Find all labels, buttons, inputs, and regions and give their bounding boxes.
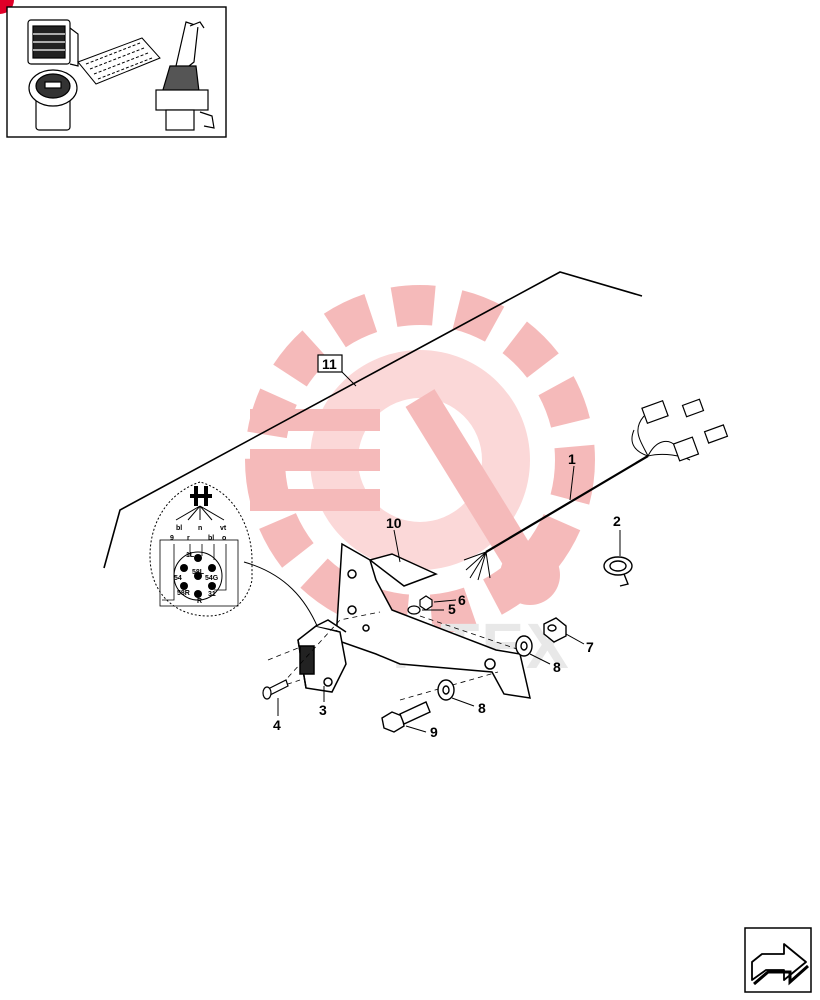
small-nut-leader (433, 599, 457, 603)
harness-leader (569, 465, 575, 501)
small-washer[interactable] (407, 605, 421, 615)
cable-clip[interactable] (603, 556, 633, 587)
screw[interactable] (262, 679, 289, 700)
callout-upper-washer[interactable]: 8 (553, 659, 561, 675)
pin-label-2: 58L (192, 569, 205, 576)
pin-label-4: 54G (205, 575, 219, 582)
wire-code-7: o (222, 535, 226, 542)
category-thumbnail[interactable] (6, 6, 227, 138)
wire-code-3: r (187, 535, 190, 542)
circuit-board-icon (77, 37, 161, 85)
pin-label-6: 31 (208, 591, 216, 598)
callout-small-washer[interactable]: 5 (448, 601, 456, 617)
wire-code-2: bl (176, 525, 182, 532)
cab-panel-outline (103, 271, 643, 569)
wire-code-4: n (198, 525, 202, 532)
bolt-leader (405, 725, 427, 733)
callout-nut[interactable]: 7 (586, 639, 594, 655)
callout-small-nut[interactable]: 6 (458, 592, 466, 608)
upper-washer-leader (529, 653, 551, 665)
gauge-icon (28, 69, 78, 131)
callout-socket[interactable]: 3 (319, 702, 327, 718)
wire-code-1: 9 (170, 535, 174, 542)
callout-lower-washer[interactable]: 8 (478, 700, 486, 716)
wire-code-5: bl (208, 535, 214, 542)
socket-pinout-detail: 9 bl r n bl vt o 1L 58L 54 54G 58R 31 R (149, 481, 319, 629)
callout-harness[interactable]: 1 (568, 451, 576, 467)
nut-leader (565, 633, 585, 645)
lower-washer-leader (451, 697, 475, 707)
next-page-arrow-icon[interactable] (744, 927, 812, 993)
wire-code-6: vt (220, 525, 227, 532)
bracket-leader (393, 529, 401, 563)
mounting-bracket[interactable] (335, 542, 531, 699)
lower-washer[interactable] (437, 679, 455, 701)
callout-screw[interactable]: 4 (273, 717, 281, 733)
upper-washer[interactable] (515, 635, 533, 657)
pin-label-5: 58R (177, 590, 190, 597)
relay-box-icon (27, 19, 79, 67)
joystick-icon (155, 21, 215, 131)
assembly-ref-label: 11 (322, 356, 337, 372)
trailer-socket[interactable] (297, 619, 347, 693)
pin-label-1: 1L (186, 552, 195, 559)
wiring-harness[interactable] (463, 398, 729, 581)
callout-clip[interactable]: 2 (613, 513, 621, 529)
assembly-guide-lines (267, 611, 521, 701)
small-nut[interactable] (419, 595, 433, 611)
callout-bolt[interactable]: 9 (430, 724, 438, 740)
bolt[interactable] (381, 701, 431, 733)
callout-bracket[interactable]: 10 (386, 515, 402, 531)
pin-label-3: 54 (174, 575, 182, 582)
nut[interactable] (543, 617, 567, 643)
assembly-ref-box[interactable]: 11 (317, 354, 357, 387)
pin-label-7: R (197, 598, 202, 605)
watermark-logo (245, 285, 595, 635)
